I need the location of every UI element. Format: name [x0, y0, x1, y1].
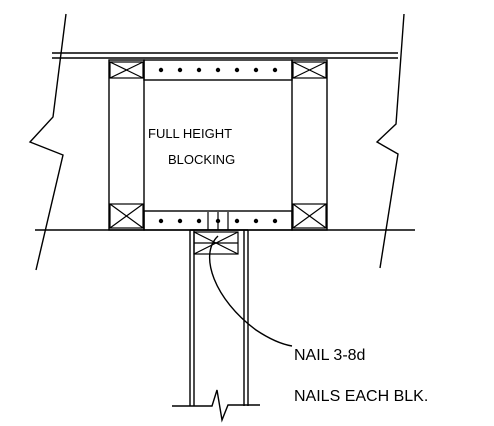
stud-break-line: [172, 389, 260, 423]
nail-label-line1: NAIL 3-8d: [294, 347, 365, 364]
nail-label-line2: NAILS EACH BLK.: [294, 388, 428, 405]
left-break-line: [28, 13, 67, 271]
blocking-left-member: [108, 59, 145, 231]
blocking-right-member: [291, 59, 328, 231]
nail-dots: [158, 67, 278, 224]
blocking-label-line1: FULL HEIGHT: [148, 126, 232, 141]
blocking-top-rail: [143, 59, 293, 81]
wall-stud: [189, 229, 249, 406]
leader-line: [209, 235, 293, 347]
top-plate: [52, 52, 398, 59]
blocking-label-line2: BLOCKING: [168, 152, 235, 167]
right-break-line: [375, 13, 405, 269]
